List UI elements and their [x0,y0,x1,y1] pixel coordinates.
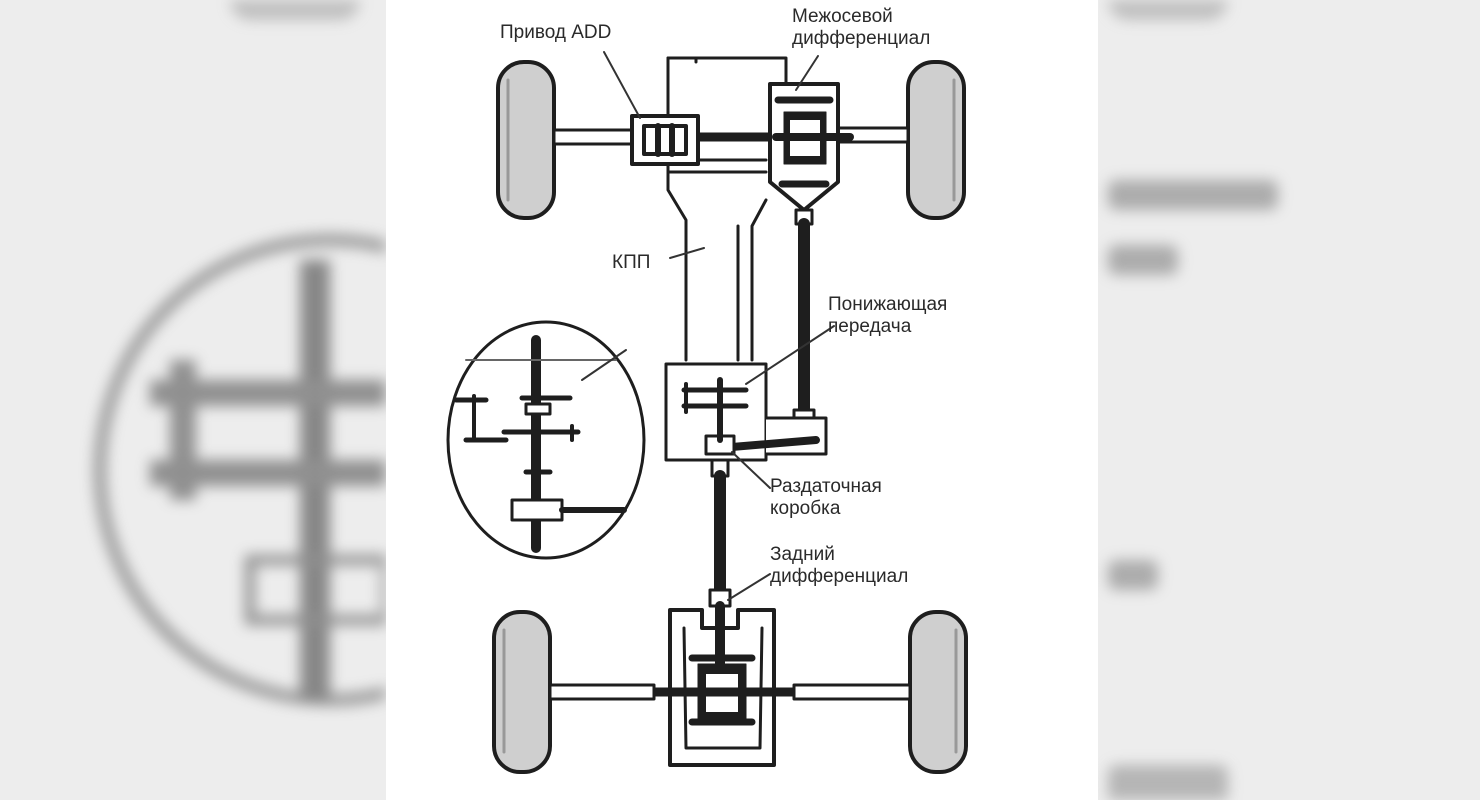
label-transfer-case: Раздаточная коробка [770,476,882,519]
label-reduction-gear: Понижающая передача [828,294,948,337]
label-gearbox: КПП [612,252,651,273]
drivetrain-schematic [446,51,968,774]
front-right-wheel [906,60,966,220]
blurred-backdrop-right [1098,0,1480,800]
rear-axle [548,683,912,701]
add-actuator [630,114,700,166]
label-rear-differential: Задний дифференциал [770,544,909,587]
transfer-case [664,362,828,462]
leader-lines [581,51,835,601]
rear-differential [647,601,799,767]
center-differential [768,82,854,226]
front-left-wheel [496,60,556,220]
backdrop-right-art [1108,0,1278,800]
front-propeller-shaft [792,218,816,426]
backdrop-left-art [94,0,386,706]
front-axle [552,126,910,146]
magnified-inset [446,320,646,560]
rear-propeller-shaft [708,458,732,608]
rear-left-wheel [492,610,552,774]
label-add-drive: Привод ADD [500,22,612,43]
rear-right-wheel [908,610,968,774]
label-center-differential: Межосевой дифференциал [792,6,931,49]
drivetrain-diagram: Привод ADD Межосевой дифференциал КПП По… [386,0,1098,800]
blurred-backdrop-left [0,0,386,800]
